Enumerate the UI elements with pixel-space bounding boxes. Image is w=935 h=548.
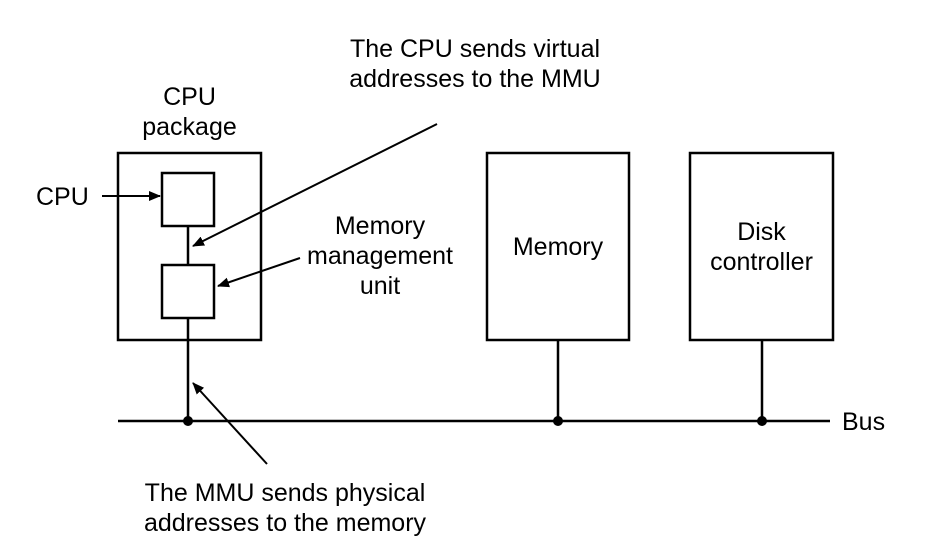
mmu-label-line3: unit — [359, 272, 401, 300]
disk-controller-label-line1: Disk — [737, 218, 786, 246]
virtual-address-arrow — [192, 123, 438, 247]
bus-junction-disk — [757, 416, 767, 426]
cpu-send-note-line2: addresses to the MMU — [349, 65, 601, 93]
bus-label: Bus — [842, 408, 886, 436]
mmu-label-line1: Memory — [334, 212, 426, 240]
bus-junction-cpu — [183, 416, 193, 426]
cpu-package-box — [116, 151, 263, 342]
disk-controller-label: Disk controller — [690, 217, 833, 277]
physical-address-arrow — [192, 382, 268, 465]
cpu-send-note: The CPU sends virtual addresses to the M… — [300, 34, 650, 94]
cpu-send-note-line1: The CPU sends virtual — [349, 35, 601, 63]
cpu-package-label-line2: package — [142, 113, 237, 141]
cpu-package-label: CPU package — [118, 82, 261, 142]
mmu-label: Memory management unit — [290, 211, 470, 301]
mmu-send-note: The MMU sends physical addresses to the … — [100, 478, 470, 538]
mmu-send-note-line2: addresses to the memory — [143, 509, 427, 537]
mmu-label-line2: management — [307, 242, 453, 270]
disk-controller-label-line2: controller — [710, 248, 813, 276]
cpu-package-label-line1: CPU — [163, 83, 216, 111]
mmu-chip-box — [160, 263, 216, 320]
mmu-send-note-line1: The MMU sends physical — [144, 479, 426, 507]
cpu-chip-box — [160, 171, 216, 228]
cpu-label: CPU — [36, 183, 89, 211]
memory-label: Memory — [512, 233, 604, 261]
mmu-label-arrow — [217, 257, 301, 288]
bus-junction-memory — [553, 416, 563, 426]
